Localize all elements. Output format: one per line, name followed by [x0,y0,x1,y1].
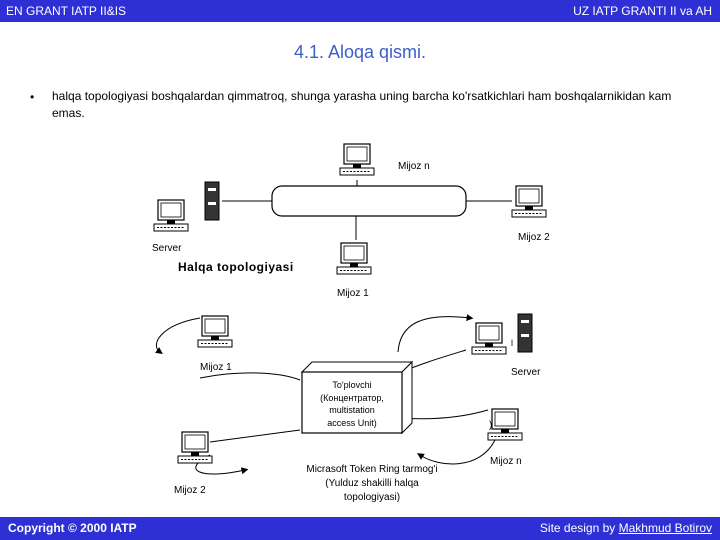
ring-bus [271,185,467,217]
hub-side [401,360,413,435]
hub-line-4: access Unit) [327,418,377,428]
star-link-1 [199,372,301,381]
star-caption-1: Micrasoft Token Ring tarmog'i [306,464,437,475]
star-mark-paren: ) [489,420,492,431]
computer-icon [153,199,189,232]
star-label-mijoz-2: Mijoz 2 [174,485,206,496]
server-tower-icon [204,181,220,221]
bullet-text: halqa topologiyasi boshqalardan qimmatro… [52,89,672,120]
ring-label-server: Server [152,243,182,254]
footer-copyright: Copyright © 2000 IATP [8,521,137,535]
star-link-2 [209,429,301,443]
hub-top [300,361,414,373]
ring-caption: Halqa topologiyasi [178,260,294,274]
header-left: EN GRANT IATP II&IS [6,4,127,18]
star-label-server: Server [511,367,541,378]
star-link-n [401,409,489,420]
computer-icon [487,408,523,441]
bullet-marker: • [30,90,35,104]
star-caption-2: (Yulduz shakilli halqa [325,478,419,489]
footer-bar: Copyright © 2000 IATP Site design by Mak… [0,517,720,540]
star-mark-small: l [511,338,513,348]
star-label-mijoz-n: Mijoz n [490,456,522,467]
hub-line-1: To'plovchi [332,380,371,390]
star-curve-2 [397,314,474,353]
slide-title: 4.1. Aloqa qismi. [293,42,427,62]
computer-icon [511,185,547,218]
header-bar: EN GRANT IATP II&IS UZ IATP GRANTI II va… [0,0,720,22]
star-caption-3: topologiyasi) [344,492,400,503]
hub-line-3: multistation [329,405,375,415]
footer-credit-prefix: Site design by [539,521,619,535]
ring-label-mijoz-1: Mijoz 1 [337,288,369,299]
footer-credit: Site design by Makhmud Botirov [540,521,712,535]
hub-line-2: (Концентратор, [320,393,384,403]
star-curve-4 [417,439,496,465]
computer-icon [471,322,507,355]
hub-box [301,371,403,434]
computer-icon [197,315,233,348]
server-tower-icon [517,313,533,353]
star-curve-1 [155,317,201,355]
ring-label-mijoz-n: Mijoz n [398,161,430,172]
star-label-mijoz-1: Mijoz 1 [200,362,232,373]
designer-link[interactable]: Makhmud Botirov [618,521,712,535]
header-right: UZ IATP GRANTI II va AH [573,4,712,18]
ring-label-mijoz-2: Mijoz 2 [518,232,550,243]
computer-icon [336,242,372,275]
computer-icon [339,143,375,176]
computer-icon [177,431,213,464]
